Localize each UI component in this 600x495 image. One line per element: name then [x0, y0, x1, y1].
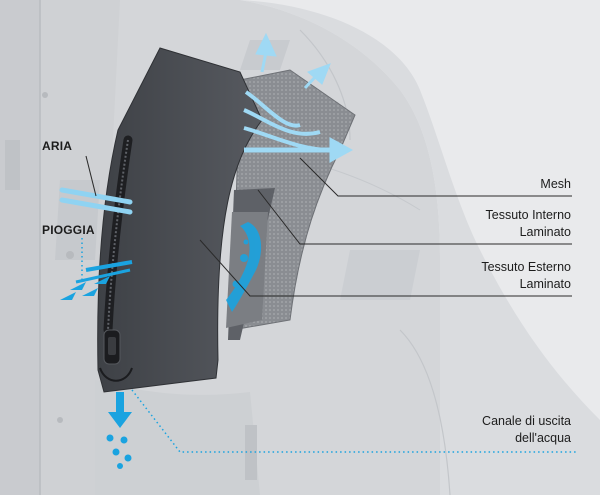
label-aria: ARIA [42, 139, 73, 153]
label-tessuto-interno: Tessuto Interno Laminato [486, 207, 571, 241]
label-tessuto-esterno-line1: Tessuto Esterno [481, 260, 571, 274]
label-pioggia: PIOGGIA [42, 223, 95, 237]
zipper [99, 135, 133, 382]
label-tessuto-interno-line2: Laminato [519, 225, 571, 239]
dotted-lines [81, 238, 576, 453]
rain-drops [60, 260, 133, 300]
label-canale-line1: Canale di uscita [482, 414, 571, 428]
label-tessuto-esterno-line2: Laminato [519, 277, 571, 291]
label-tessuto-interno-line1: Tessuto Interno [485, 208, 571, 222]
water-splash [226, 222, 262, 312]
label-mesh: Mesh [540, 177, 571, 191]
label-canale: Canale di uscita dell'acqua [482, 413, 571, 447]
water-outlet [106, 392, 132, 469]
front-panel [97, 47, 263, 393]
label-tessuto-esterno: Tessuto Esterno Laminato [481, 259, 571, 293]
air-outflow-arrows [243, 32, 354, 163]
leader-lines [85, 155, 572, 297]
label-canale-line2: dell'acqua [515, 431, 571, 445]
